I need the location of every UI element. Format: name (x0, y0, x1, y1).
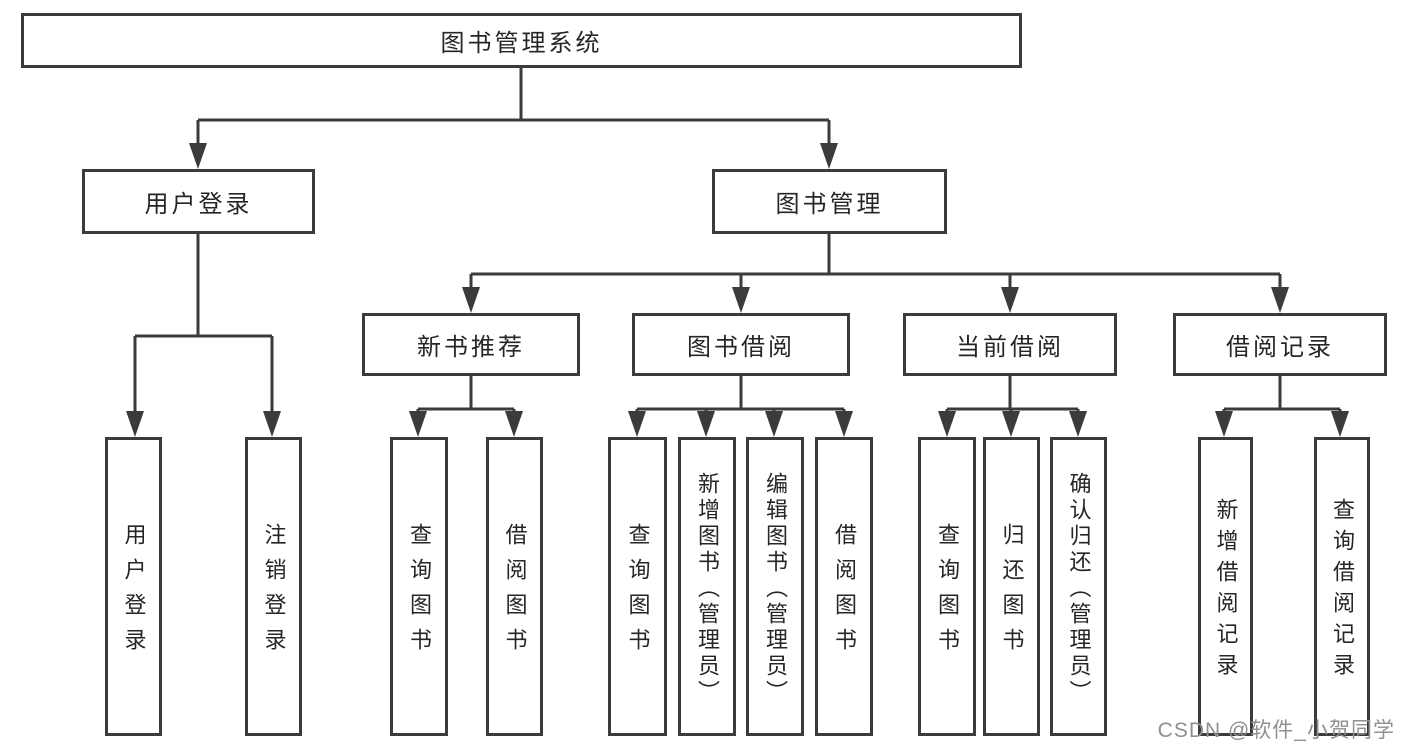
node-root-system: 图书管理系统 (21, 13, 1022, 68)
node-borrowing-records: 借阅记录 (1173, 313, 1387, 376)
leaf-recommend-borrow-books: 借阅图书 (486, 437, 543, 736)
node-borrowing-records-label: 借阅记录 (1226, 334, 1334, 361)
leaf-recommend-query-books: 查询图书 (390, 437, 448, 736)
node-root-system-label: 图书管理系统 (440, 30, 603, 57)
node-book-borrowing: 图书借阅 (632, 313, 850, 376)
leaf-records-add-record-label: 新增借阅记录 (1213, 498, 1239, 684)
leaf-current-query-books-label: 查询图书 (935, 523, 960, 663)
node-new-book-recommend-label: 新书推荐 (417, 334, 525, 361)
leaf-logout-label: 注销登录 (261, 523, 287, 663)
leaf-recommend-borrow-books-label: 借阅图书 (502, 523, 528, 663)
leaf-borrowing-query-books: 查询图书 (608, 437, 667, 736)
leaf-current-query-books: 查询图书 (918, 437, 976, 736)
node-new-book-recommend: 新书推荐 (362, 313, 580, 376)
leaf-records-query-record: 查询借阅记录 (1314, 437, 1370, 736)
leaf-recommend-query-books-label: 查询图书 (407, 523, 432, 663)
leaf-current-confirm-return-admin-label: 确认归还（管理员） (1066, 471, 1092, 706)
node-current-borrowing-label: 当前借阅 (956, 334, 1064, 361)
node-book-management-label: 图书管理 (775, 191, 884, 218)
leaf-borrowing-add-books-admin-label: 新增图书（管理员） (695, 471, 720, 706)
leaf-current-return-books: 归还图书 (983, 437, 1040, 736)
leaf-borrowing-edit-books-admin-label: 编辑图书（管理员） (763, 471, 788, 706)
node-user-login: 用户登录 (82, 169, 315, 234)
leaf-current-return-books-label: 归还图书 (999, 523, 1025, 663)
node-book-management: 图书管理 (712, 169, 947, 234)
leaf-logout: 注销登录 (245, 437, 302, 736)
leaf-user-login-label: 用户登录 (121, 523, 147, 663)
leaf-borrowing-add-books-admin: 新增图书（管理员） (678, 437, 736, 736)
leaf-user-login: 用户登录 (105, 437, 162, 736)
leaf-records-add-record: 新增借阅记录 (1198, 437, 1253, 736)
leaf-current-confirm-return-admin: 确认归还（管理员） (1050, 437, 1107, 736)
node-user-login-label: 用户登录 (144, 191, 253, 218)
leaf-borrowing-query-books-label: 查询图书 (625, 523, 651, 663)
csdn-watermark: CSDN @软件_小贺同学 (1157, 719, 1395, 742)
node-book-borrowing-label: 图书借阅 (687, 334, 795, 361)
node-current-borrowing: 当前借阅 (903, 313, 1117, 376)
leaf-borrowing-edit-books-admin: 编辑图书（管理员） (746, 437, 804, 736)
leaf-records-query-record-label: 查询借阅记录 (1330, 498, 1355, 684)
leaf-borrowing-borrow-books: 借阅图书 (815, 437, 873, 736)
leaf-borrowing-borrow-books-label: 借阅图书 (832, 523, 857, 663)
